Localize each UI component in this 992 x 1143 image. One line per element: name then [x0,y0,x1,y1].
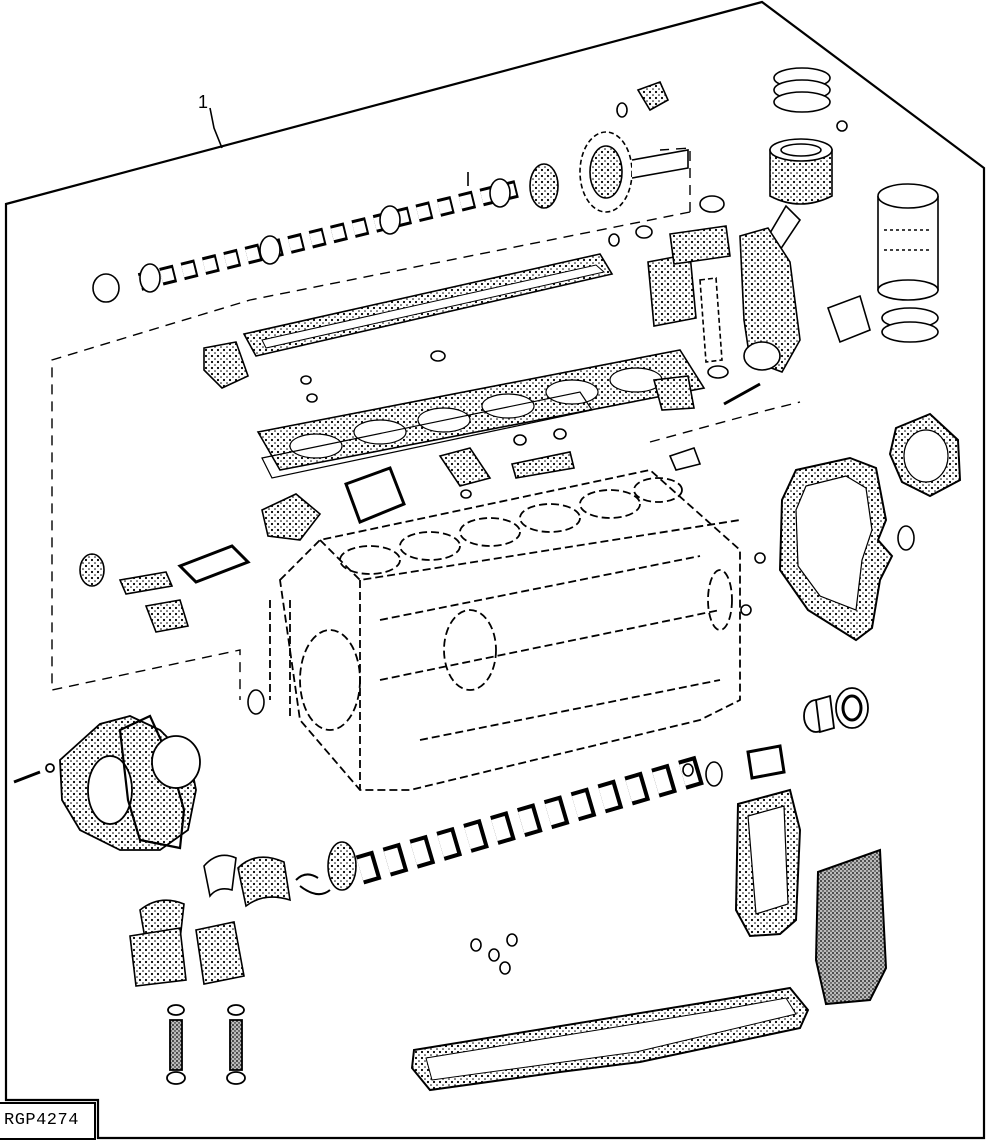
thermostat-housing-gaskets [635,195,731,379]
assembly-boundary [51,147,801,700]
block-plug [247,689,265,715]
rear-seal-housing [13,714,201,851]
camshaft [92,172,523,303]
cam-gear [529,80,689,213]
kit-outline [4,0,986,1140]
callout-label-1: 1 [198,92,209,112]
manifold-gaskets [79,341,702,633]
engine-block [269,469,741,791]
head-gasket-lower [261,391,593,479]
cylinder-liner [826,183,939,344]
front-crank-seal [803,687,869,734]
figure-id-label: RGP4274 [0,1102,96,1140]
seal-ring [897,525,915,551]
main-bearing-bolts [166,1004,246,1085]
crankshaft [327,755,723,891]
o-rings [300,233,766,975]
oil-cooler-gaskets [734,744,888,1006]
main-bearings [129,854,331,987]
piston-assembly [723,67,848,406]
callout-leader [209,107,223,149]
